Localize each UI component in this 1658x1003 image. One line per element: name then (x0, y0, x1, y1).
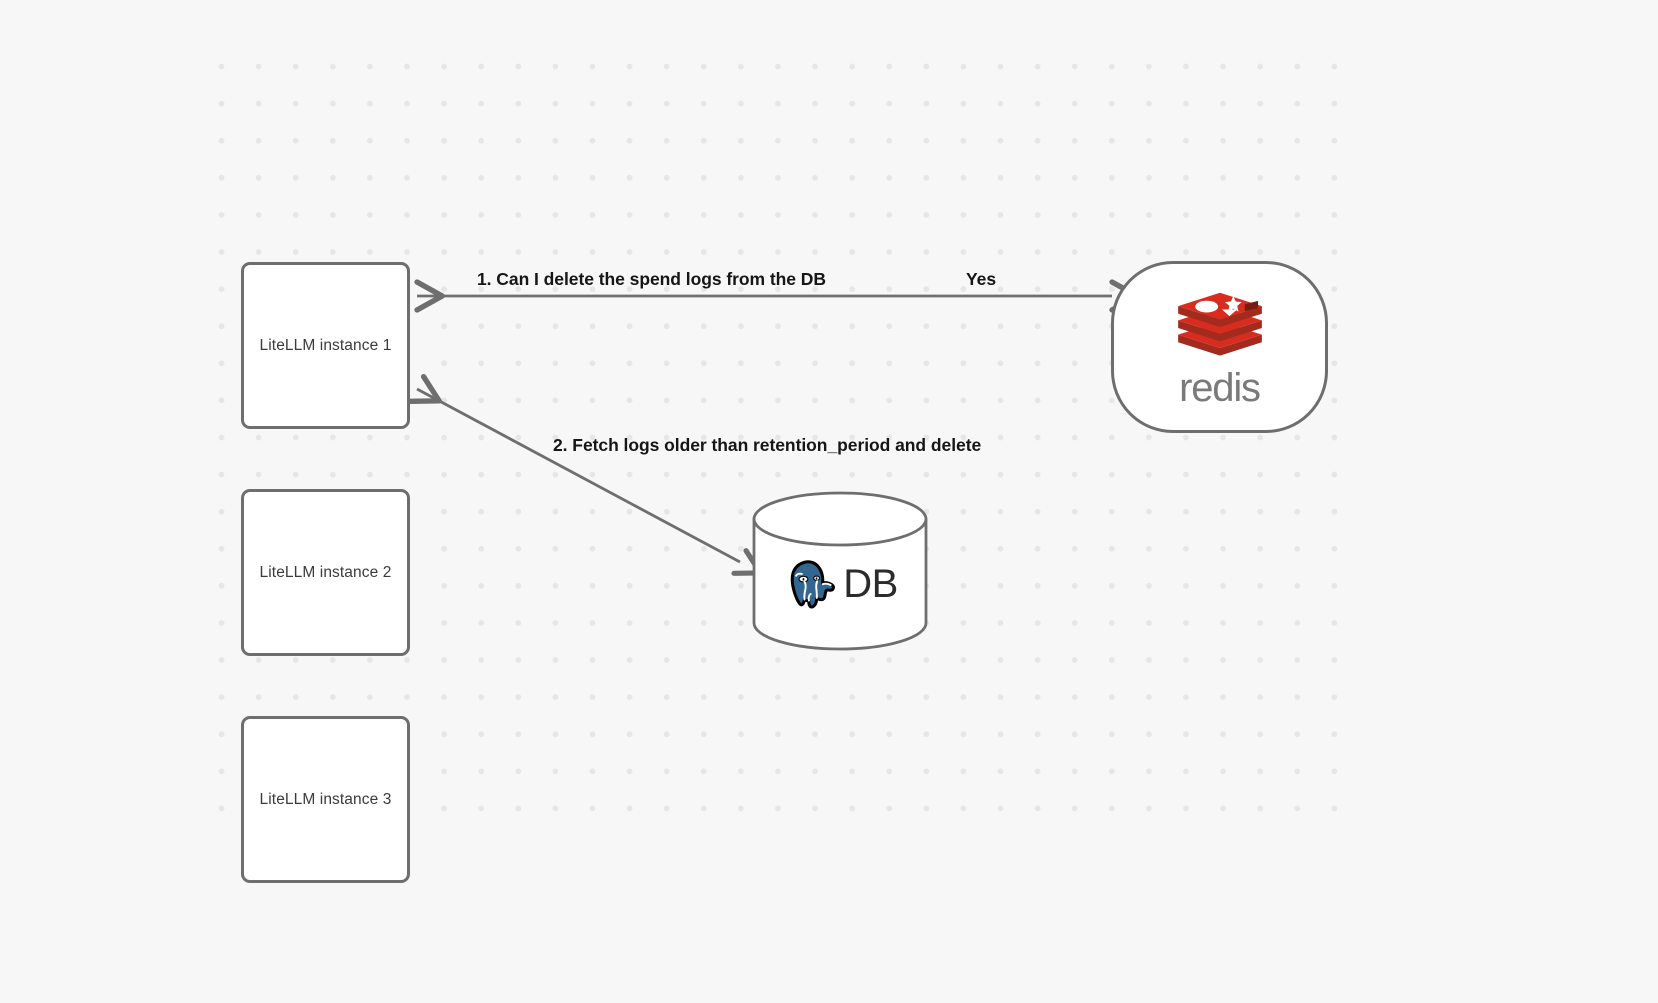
node-litellm-instance-3-label: LiteLLM instance 3 (259, 790, 392, 808)
database-label: DB (843, 562, 898, 606)
node-litellm-instance-3[interactable]: LiteLLM instance 3 (241, 716, 410, 883)
node-litellm-instance-2[interactable]: LiteLLM instance 2 (241, 489, 410, 656)
node-redis[interactable]: redis (1111, 261, 1328, 433)
postgresql-elephant-icon (780, 553, 842, 615)
edge-litellm1-db (407, 373, 763, 576)
node-litellm-instance-1[interactable]: LiteLLM instance 1 (241, 262, 410, 429)
edge-label-step-2: 2. Fetch logs older than retention_perio… (553, 435, 982, 455)
node-litellm-instance-2-label: LiteLLM instance 2 (259, 563, 392, 581)
node-database[interactable]: DB (752, 492, 926, 650)
edge-label-step-1: 1. Can I delete the spend logs from the … (477, 269, 826, 289)
node-litellm-instance-1-label: LiteLLM instance 1 (259, 336, 392, 354)
edge-label-yes: Yes (966, 269, 997, 289)
redis-wordmark: redis (1179, 365, 1261, 410)
redis-logo-icon (1172, 289, 1268, 367)
